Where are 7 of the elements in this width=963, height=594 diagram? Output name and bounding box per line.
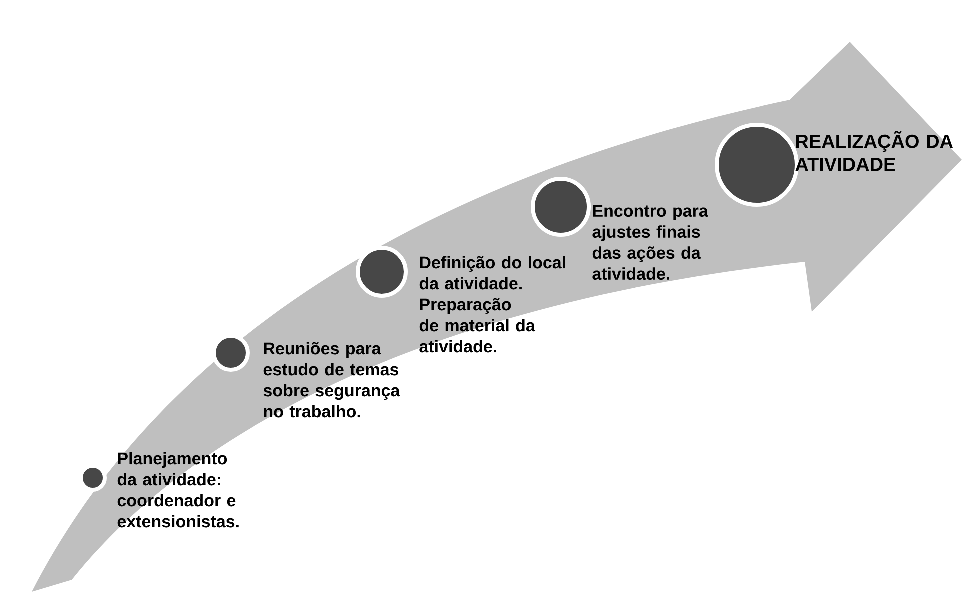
step-text: Planejamento da atividade: coordenador e extensionistas. [118, 452, 239, 528]
step-circle [356, 246, 408, 298]
step-text: Definição do local da atividade. Preparação de material da atividade. [420, 256, 566, 353]
step-text: Encontro para ajustes finais das ações da atividade. [592, 205, 708, 280]
step-text: Reuniões para estudo de temas sobre segurança no trabalho. [264, 342, 400, 418]
step-circle [531, 177, 591, 237]
step-text: REALIZAÇÃO DA ATIVIDADE [796, 131, 954, 172]
